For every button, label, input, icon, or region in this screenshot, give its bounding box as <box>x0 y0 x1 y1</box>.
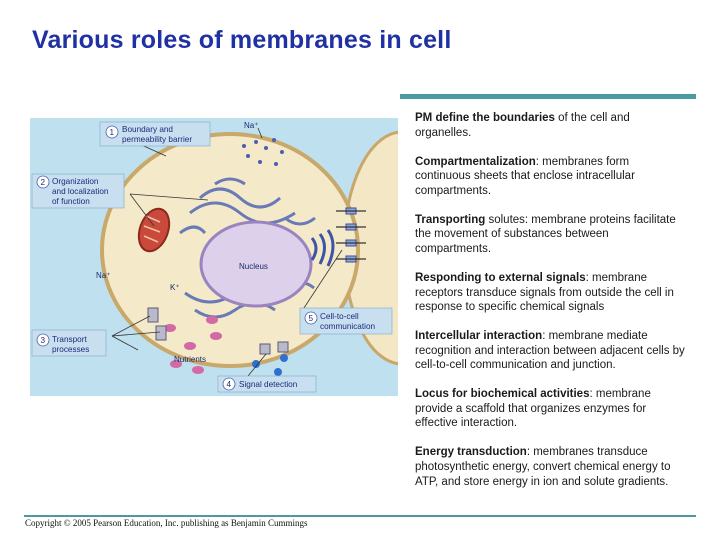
golgi <box>310 229 335 267</box>
callout-5-number: 5 <box>309 314 314 323</box>
bullet-biochemical: Locus for biochemical activities: membra… <box>415 388 651 430</box>
na-top-label: Na⁺ <box>244 121 258 130</box>
callout-1-line1: Boundary and <box>122 125 173 134</box>
bullet-transporting: Transporting solutes: membrane proteins … <box>415 213 676 255</box>
callout-2-line1: Organization <box>52 177 99 186</box>
callout-4-line1: Signal detection <box>239 380 298 389</box>
bullet-compartmentalization: Compartmentalization: membranes form con… <box>415 155 635 197</box>
bottom-divider <box>24 515 696 517</box>
membrane-roles-figure: Nucleus <box>30 118 398 396</box>
nucleus <box>199 220 313 308</box>
na-left-label: Na⁺ <box>96 271 110 280</box>
k-label: K⁺ <box>170 283 180 292</box>
callout-transport: 3 Transport processes <box>31 329 107 357</box>
nucleus-label: Nucleus <box>239 262 268 271</box>
callout-3-line2: processes <box>52 345 89 354</box>
slide-title: Various roles of membranes in cell <box>32 26 452 54</box>
nutrient-molecules <box>164 316 222 374</box>
callout-2-line3: of function <box>52 197 90 206</box>
callout-3-number: 3 <box>41 336 46 345</box>
ion-dots <box>242 138 284 166</box>
junction-arrows <box>336 210 366 260</box>
callout-organization: 2 Organization and localization of funct… <box>31 173 125 209</box>
callout-2-line2: and localization <box>52 187 109 196</box>
copyright-notice: Copyright © 2005 Pearson Education, Inc.… <box>25 518 308 528</box>
callout-boundary: 1 Boundary and permeability barrier <box>99 121 211 147</box>
bullet-energy: Energy transduction: membranes transduce… <box>415 446 671 488</box>
callout-signal: 4 Signal detection <box>217 375 317 393</box>
top-divider <box>400 94 696 99</box>
bullet-intercellular: Intercellular interaction: membrane medi… <box>415 330 685 372</box>
mitochondrion <box>137 207 171 253</box>
membrane-proteins <box>147 307 289 355</box>
callout-3-line1: Transport <box>52 335 87 344</box>
callout-4-number: 4 <box>227 380 232 389</box>
nutrients-label: Nutrients <box>174 355 206 364</box>
bullet-list: PM define the boundaries of the cell and… <box>415 111 687 504</box>
callout-5-line1: Cell-to-cell <box>320 312 359 321</box>
callout-1-number: 1 <box>110 128 115 137</box>
callout-communication: 5 Cell-to-cell communication <box>299 307 393 335</box>
callout-2-number: 2 <box>41 178 46 187</box>
bullet-signals: Responding to external signals: membrane… <box>415 271 674 314</box>
callout-1-line2: permeability barrier <box>122 135 192 144</box>
signal-molecules <box>252 354 288 376</box>
bullet-boundaries: PM define the boundaries of the cell and… <box>415 112 630 139</box>
callout-5-line2: communication <box>320 322 376 331</box>
